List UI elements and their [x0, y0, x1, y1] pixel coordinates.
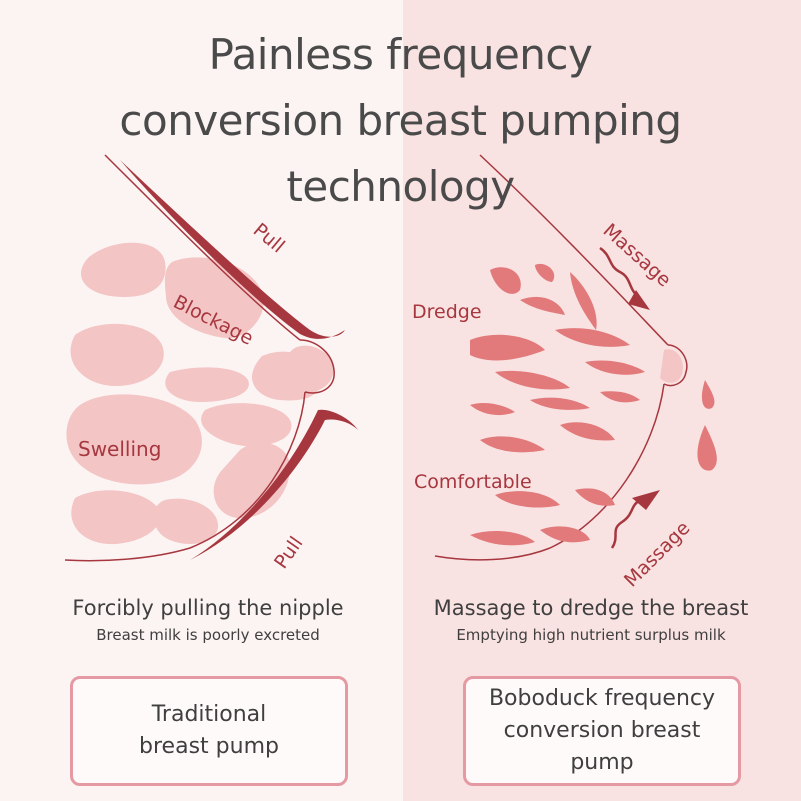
- box-line: Boboduck frequency: [488, 686, 716, 711]
- left-lobule: [153, 498, 219, 544]
- right-lobule: [575, 488, 615, 506]
- left-nipple: [287, 345, 334, 392]
- label-pull-top: Pull: [249, 219, 289, 258]
- right-lobule: [540, 526, 590, 543]
- right-lobule: [600, 391, 640, 403]
- box-line: conversion breast: [503, 718, 701, 743]
- label-massage-bottom: Massage: [620, 517, 694, 591]
- milk-drop: [701, 380, 715, 409]
- label-swelling: Swelling: [78, 437, 161, 461]
- title-line: technology: [286, 162, 515, 211]
- left-subcaption: Breast milk is poorly excreted: [96, 626, 320, 644]
- left-lobule: [66, 394, 202, 485]
- right-lobule: [470, 530, 535, 546]
- right-lobule: [560, 422, 615, 441]
- left-caption: Forcibly pulling the nipple: [72, 596, 344, 620]
- right-breast-diagram: Massage Dredge Comfortable Massage: [412, 154, 717, 592]
- right-lobule: [470, 334, 545, 361]
- left-lobule: [80, 242, 166, 297]
- box-line: breast pump: [139, 734, 279, 759]
- right-lobule: [570, 272, 597, 330]
- right-lobule: [530, 397, 590, 410]
- right-caption: Massage to dredge the breast: [433, 596, 749, 620]
- right-lobule: [555, 328, 630, 347]
- box-line: Traditional: [151, 702, 267, 727]
- right-panel-background: [403, 0, 801, 801]
- traditional-pump-box: Traditional breast pump: [70, 676, 348, 786]
- right-lobule: [480, 436, 545, 453]
- label-dredge: Dredge: [412, 301, 482, 323]
- left-lobule: [213, 442, 291, 519]
- left-lobule: [201, 403, 292, 447]
- right-lobule: [495, 491, 560, 508]
- right-nipple: [660, 349, 683, 383]
- right-lobule: [470, 402, 515, 416]
- left-lobules: [66, 242, 334, 545]
- left-lobule: [70, 323, 164, 387]
- right-lobule: [490, 267, 521, 294]
- right-lobule: [495, 370, 570, 390]
- right-lobules: [470, 263, 717, 546]
- left-lobule: [165, 367, 249, 402]
- title-line: conversion breast pumping: [119, 96, 682, 145]
- right-lobule: [520, 296, 565, 315]
- title-line: Painless frequency: [208, 30, 593, 79]
- label-massage-top: Massage: [599, 219, 676, 291]
- box-line: pump: [570, 750, 634, 775]
- right-lobule: [585, 360, 645, 375]
- right-subcaption: Emptying high nutrient surplus milk: [456, 626, 726, 644]
- right-lobule: [535, 263, 555, 282]
- label-pull-bottom: Pull: [270, 533, 307, 573]
- left-lobule: [71, 490, 161, 545]
- page-title: Painless frequency conversion breast pum…: [0, 22, 801, 220]
- boboduck-pump-box: Boboduck frequency conversion breast pum…: [463, 676, 741, 786]
- milk-drop: [697, 425, 717, 471]
- label-comfortable: Comfortable: [414, 471, 532, 493]
